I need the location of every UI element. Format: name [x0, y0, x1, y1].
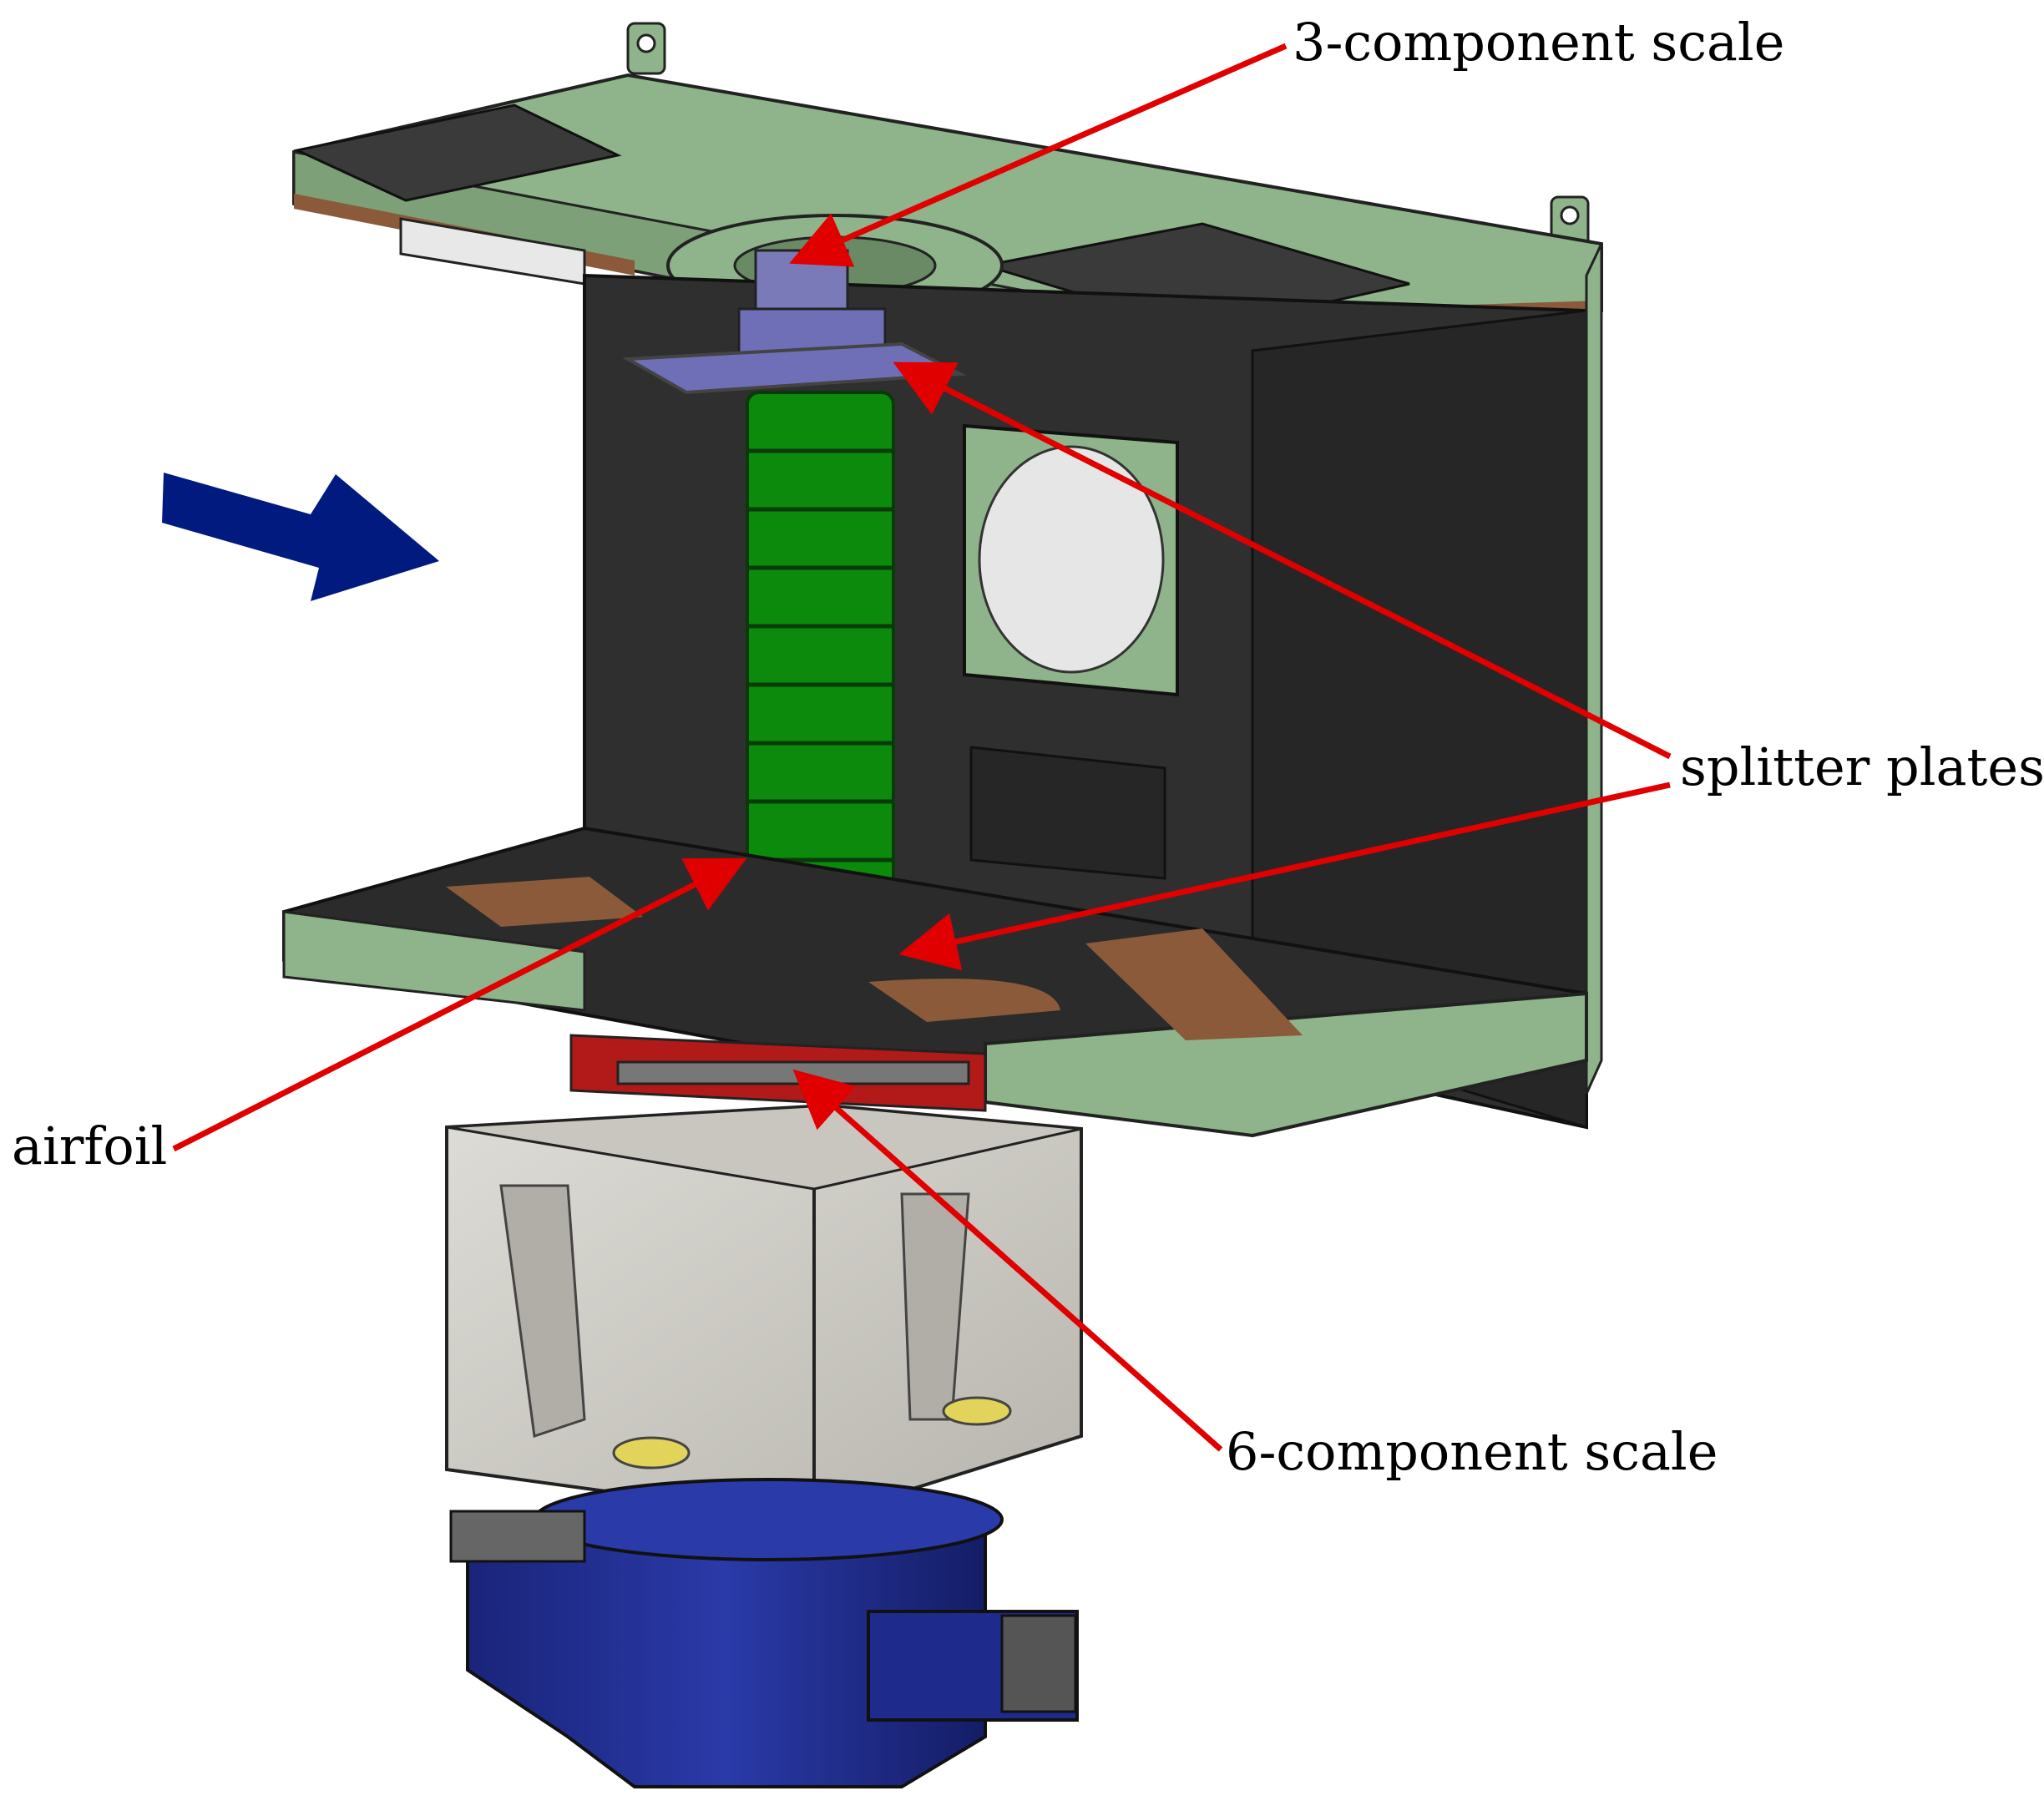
flow-arrow-icon — [162, 473, 439, 601]
label-splitter-plates: splitter plates — [1680, 736, 2044, 797]
callout-upper-splitter-plate — [893, 362, 1672, 760]
upper-splitter-plate — [622, 249, 967, 395]
pedestal — [449, 1478, 1079, 1788]
label-three-component-scale: 3-component scale — [1293, 12, 1784, 73]
callout-lines — [172, 43, 1672, 1452]
label-six-component-scale: 6-component scale — [1226, 1421, 1718, 1482]
callout-airfoil — [172, 857, 747, 1152]
callout-six-component-scale — [792, 1069, 1223, 1452]
callout-three-component-scale — [789, 43, 1288, 267]
six-component-balance — [445, 1034, 1083, 1522]
label-airfoil: airfoil — [12, 1115, 167, 1176]
floor-frame — [282, 826, 1588, 1138]
viewing-window — [963, 423, 1179, 697]
airfoil-model — [746, 391, 895, 945]
callout-lower-splitter-plate — [898, 782, 1671, 971]
